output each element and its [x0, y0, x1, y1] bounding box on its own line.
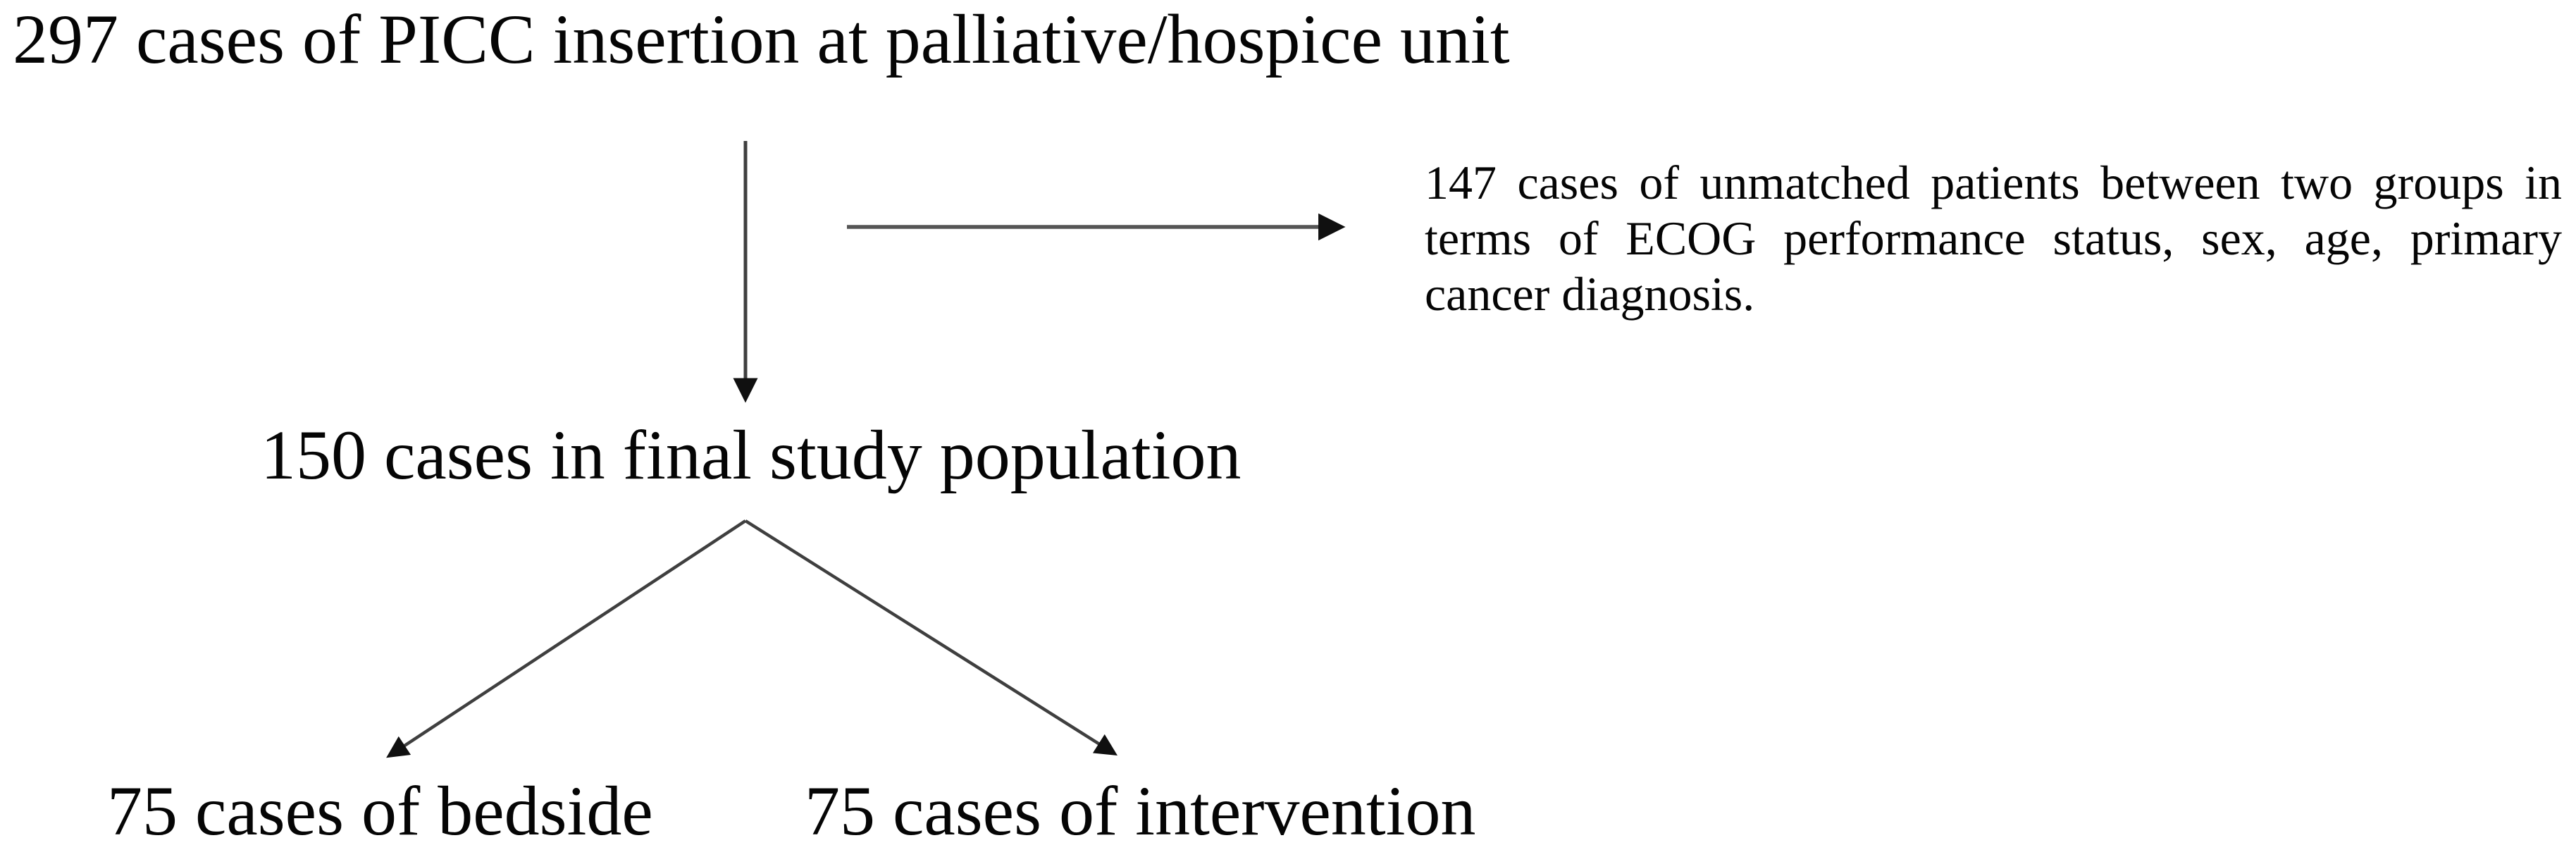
flow-node-bedside-group: 75 cases of bedside	[107, 772, 653, 850]
arrow-final-to-intervention-line	[744, 519, 1117, 756]
exclusion-note: 147 cases of unmatched patients between …	[1425, 155, 2562, 322]
flow-node-final-population: 150 cases in final study population	[261, 416, 1241, 494]
arrow-final-to-bedside-line	[386, 519, 747, 758]
flow-node-total-cases: 297 cases of PICC insertion at palliativ…	[13, 0, 1510, 78]
exclusion-note-line-2: terms of ECOG performance status, sex, a…	[1425, 211, 2562, 265]
flow-node-intervention-group: 75 cases of intervention	[805, 772, 1476, 850]
exclusion-note-line-3: cancer diagnosis.	[1425, 267, 1755, 321]
exclusion-note-line-1: 147 cases of unmatched patients between …	[1425, 156, 2562, 209]
